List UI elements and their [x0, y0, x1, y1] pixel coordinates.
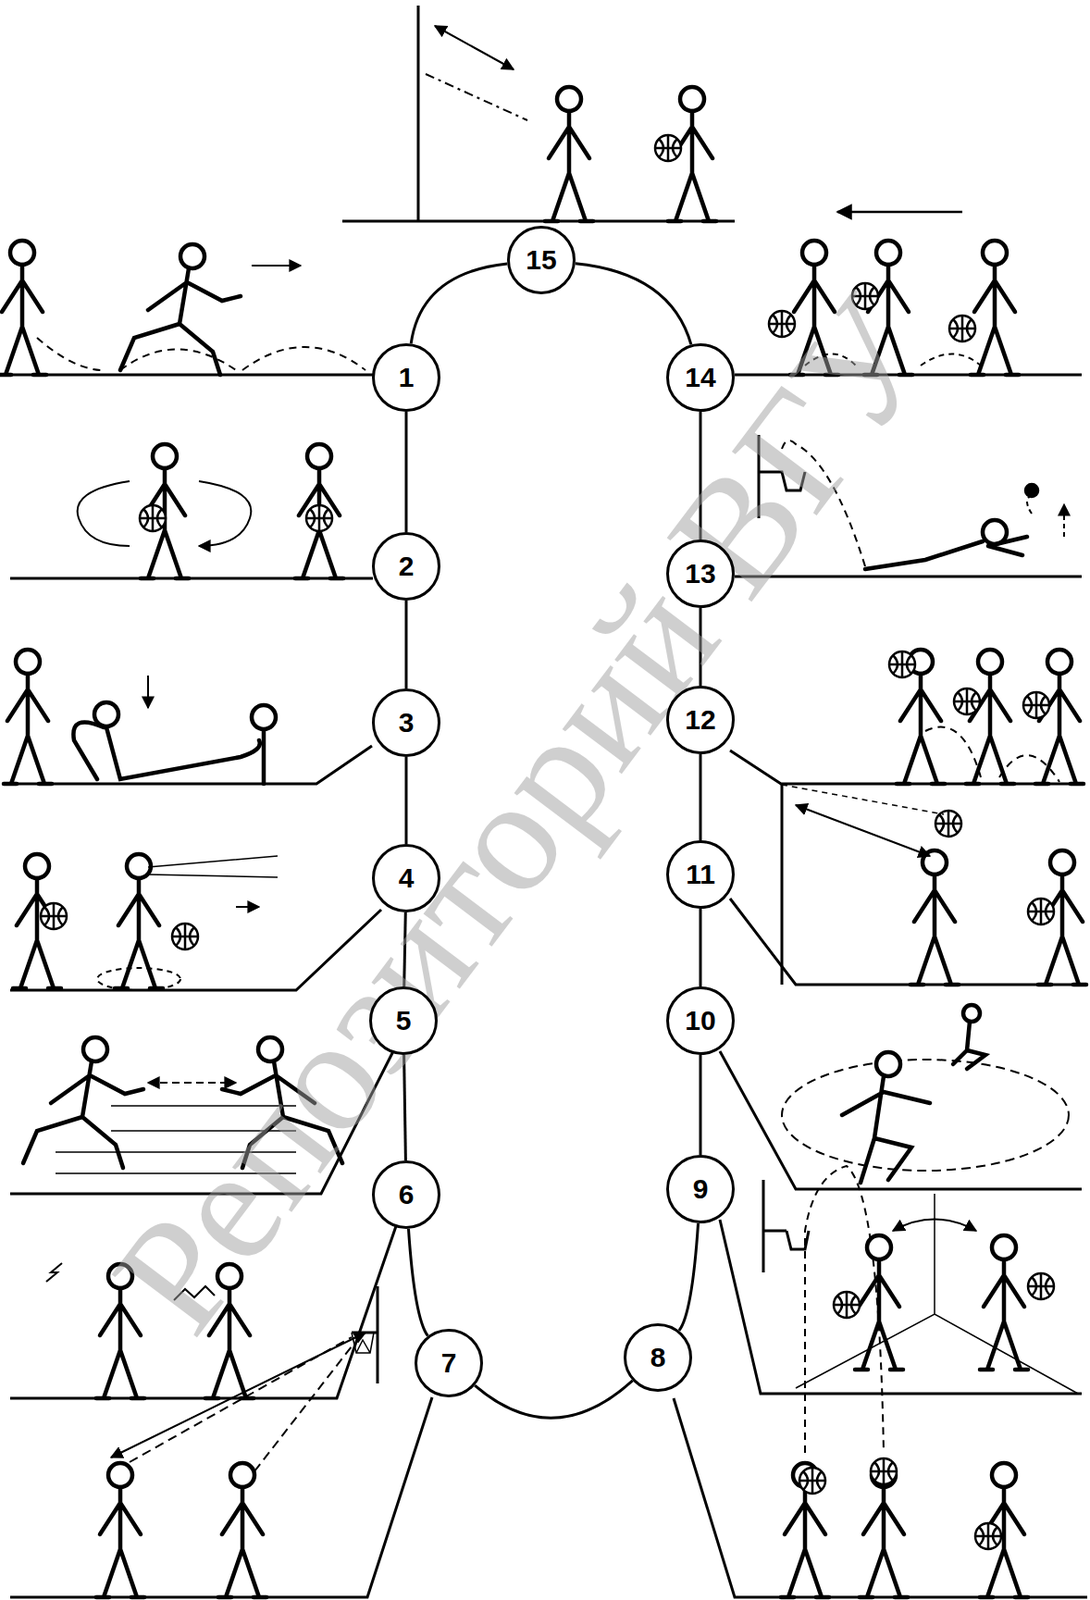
station-circle: 14: [666, 343, 735, 412]
station-number: 10: [684, 1006, 716, 1035]
station-number: 4: [398, 864, 415, 892]
circuit-line: [405, 600, 409, 689]
station-number: 3: [398, 708, 415, 737]
station-circle: 12: [666, 685, 735, 755]
station-circle: 3: [371, 688, 441, 757]
station-circle: 8: [623, 1323, 693, 1392]
circuit-line: [699, 908, 703, 987]
station-number: 14: [684, 363, 716, 392]
station-circle: 15: [507, 225, 576, 295]
station-number: 5: [396, 1006, 412, 1035]
station-circle: 6: [371, 1160, 441, 1229]
station-circle: 7: [414, 1328, 484, 1398]
circuit-line: [699, 1054, 703, 1155]
circuit-line: [405, 756, 409, 844]
circuit-line: [404, 912, 407, 987]
station-circle: 11: [666, 840, 735, 909]
station-circle: 4: [371, 843, 441, 913]
circuit-line: [405, 411, 409, 533]
circuit-line: [474, 1380, 633, 1418]
circuit-line: [699, 411, 703, 540]
station-number: 1: [398, 363, 415, 392]
station-circle: 2: [371, 532, 441, 601]
station-number: 2: [398, 552, 415, 581]
station-circle: 1: [371, 343, 441, 412]
circuit-line: [575, 263, 692, 346]
circuit-line: [408, 1228, 428, 1337]
station-number: 12: [684, 706, 716, 734]
station-circle: 9: [666, 1154, 735, 1224]
circuit-line: [699, 607, 703, 686]
station-number: 8: [650, 1343, 667, 1372]
station-number: 13: [684, 559, 716, 588]
station-number: 7: [441, 1349, 458, 1377]
station-number: 9: [693, 1175, 709, 1203]
station-number: 6: [398, 1180, 415, 1209]
circuit-line: [699, 754, 703, 841]
station-number: 11: [685, 860, 716, 889]
circuit-line: [410, 263, 508, 344]
circuit-line: [679, 1223, 699, 1331]
station-circle: 13: [666, 539, 735, 608]
station-circle: 10: [666, 986, 735, 1055]
watermark: Репозиторий ВГУ: [75, 263, 970, 1365]
circuit-line: [404, 1054, 407, 1161]
station-circle: 5: [369, 986, 438, 1055]
station-number: 15: [525, 246, 557, 274]
